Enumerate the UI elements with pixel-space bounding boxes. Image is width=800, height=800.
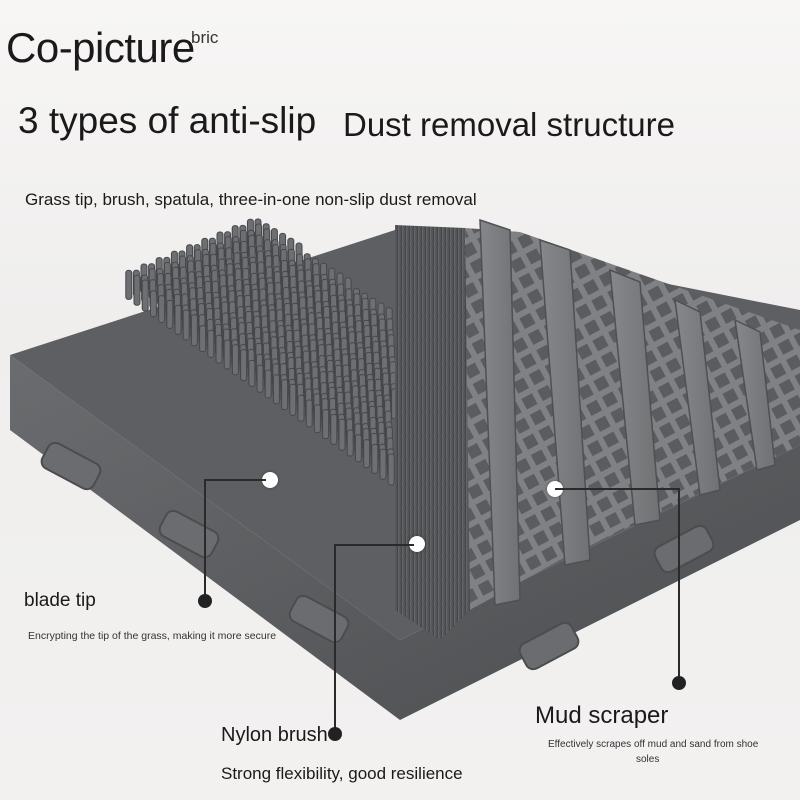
brand-superscript: bric — [191, 28, 219, 47]
grass-blade — [256, 364, 264, 393]
grass-blade — [166, 299, 174, 329]
blade-tip-description: Encrypting the tip of the grass, making … — [28, 630, 277, 642]
grass-blade — [289, 383, 297, 416]
grass-blade — [207, 329, 215, 358]
grass-blade — [149, 290, 157, 318]
mud-scraper-description-line1: Effectively scrapes off mud and sand fro… — [548, 739, 759, 750]
leader-line-blade-v — [204, 479, 206, 601]
grass-blade — [264, 369, 272, 399]
nylon-brush-description: Strong flexibility, good resilience — [221, 764, 463, 783]
grass-blade — [330, 413, 338, 445]
grass-blade — [215, 334, 223, 364]
nylon-brush-strip — [395, 225, 470, 640]
grass-blade — [141, 279, 149, 312]
leader-end-dot-brush — [328, 727, 342, 741]
grass-blade — [354, 434, 362, 463]
grass-blade — [297, 394, 305, 422]
grass-blade — [379, 448, 387, 480]
leader-end-dot-scraper — [672, 676, 686, 690]
leader-line-blade-h — [204, 479, 266, 481]
grass-blade — [182, 309, 190, 341]
grass-blade — [272, 374, 280, 405]
leader-line-brush-v — [334, 544, 336, 734]
grass-blade — [338, 418, 346, 451]
grass-blade — [248, 359, 256, 387]
grass-blade — [387, 453, 395, 486]
grass-blade — [125, 269, 133, 300]
leader-line-scraper-v — [678, 488, 680, 683]
grass-blade — [190, 314, 198, 347]
connector-tabs — [40, 441, 715, 671]
leader-end-dot-blade — [198, 594, 212, 608]
mud-scraper-title: Mud scraper — [535, 702, 669, 729]
grass-blade — [346, 429, 354, 457]
marker-dot-brush — [409, 536, 425, 552]
grass-blade — [313, 404, 321, 434]
grass-blade — [363, 439, 371, 469]
grass-blade — [174, 304, 182, 335]
grass-blade — [223, 339, 231, 370]
grass-blade — [240, 349, 248, 382]
headline-dust-removal: Dust removal structure — [343, 106, 675, 143]
grass-blade — [199, 325, 207, 353]
leader-line-scraper-h — [555, 488, 679, 490]
grass-blade — [158, 295, 166, 324]
leader-line-brush-h — [334, 544, 414, 546]
marker-dot-blade — [262, 472, 278, 488]
nylon-brush-title: Nylon brush — [221, 724, 328, 746]
grass-blade — [281, 379, 289, 411]
headline-anti-slip: 3 types of anti-slip — [18, 100, 317, 141]
grass-blade — [322, 409, 330, 440]
grass-blade-field — [125, 218, 399, 486]
blade-tip-title: blade tip — [24, 590, 96, 611]
scraper-ridges — [479, 218, 776, 606]
feature-subtitle: Grass tip, brush, spatula, three-in-one … — [25, 190, 477, 209]
grass-blade — [305, 399, 313, 428]
grass-blade — [231, 344, 239, 376]
mud-scraper-description-line2: soles — [636, 754, 660, 765]
grass-blade — [133, 274, 141, 306]
brand-logo-text: Co-picture — [6, 24, 195, 71]
grass-blade — [371, 443, 379, 474]
